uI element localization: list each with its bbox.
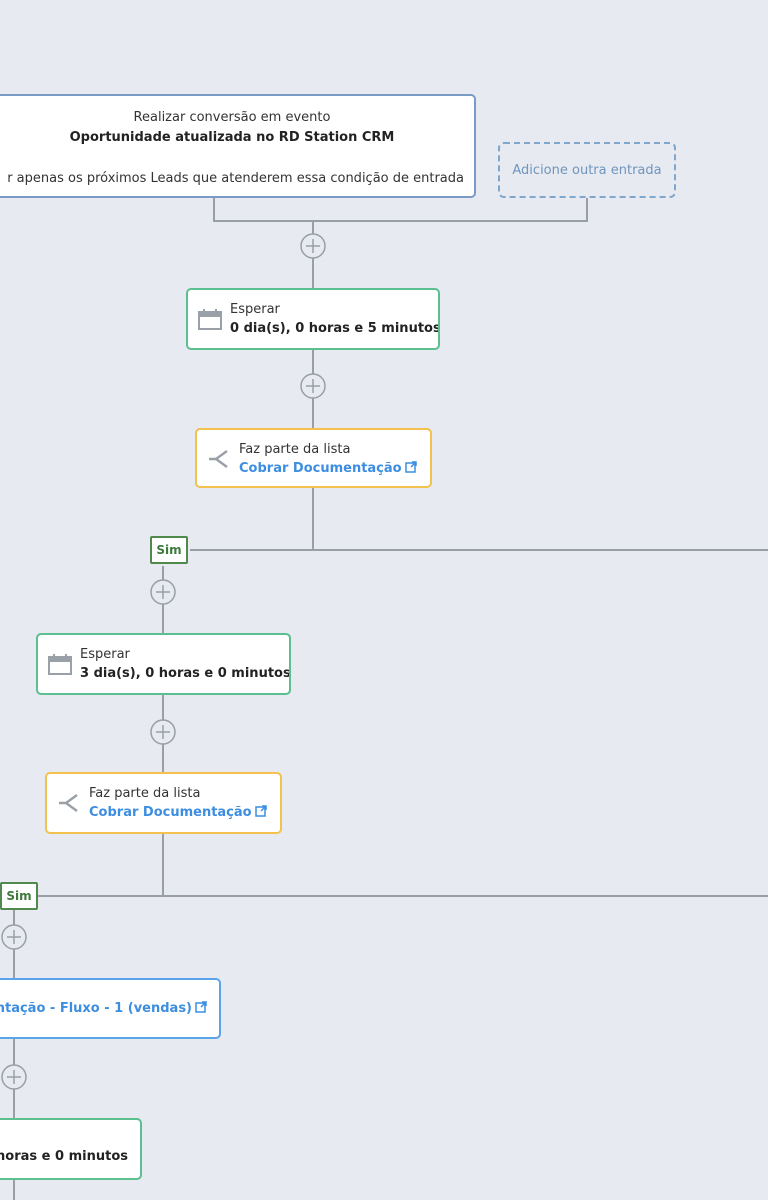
plus-circle-icon[interactable]: [299, 372, 327, 400]
list-condition-card[interactable]: Faz parte da lista Cobrar Documentação: [45, 772, 282, 834]
wait-duration: 3 dia(s), 0 horas e 0 minutos: [80, 666, 291, 681]
external-link-icon[interactable]: [404, 461, 417, 473]
plus-circle-icon[interactable]: [149, 718, 177, 746]
condition-label: Faz parte da lista: [239, 442, 351, 457]
external-link-icon[interactable]: [254, 805, 267, 817]
branch-yes-badge: Sim: [0, 882, 38, 910]
wait-step-card[interactable]: Esperar 0 dia(s), 0 horas e 5 minutos: [186, 288, 440, 350]
entry-type-label: Realizar conversão em evento: [133, 110, 331, 125]
entry-condition-text: r apenas os próximos Leads que atenderem…: [7, 171, 464, 186]
external-link-icon[interactable]: [195, 1001, 207, 1013]
calendar-icon: [198, 309, 222, 330]
wait-duration: 0 dia(s), 0 horas e 5 minutos: [230, 321, 440, 336]
plus-circle-icon[interactable]: [299, 232, 327, 260]
plus-circle-icon[interactable]: [0, 923, 28, 951]
plus-circle-icon[interactable]: [0, 1063, 28, 1091]
split-icon: [59, 794, 78, 812]
action-step-card[interactable]: entação - Fluxo - 1 (vendas): [0, 978, 221, 1039]
branch-yes-badge: Sim: [150, 536, 188, 564]
entry-trigger-card[interactable]: Realizar conversão em evento Oportunidad…: [0, 94, 476, 198]
wait-label: Esperar: [230, 302, 280, 317]
add-entry-label: Adicione outra entrada: [512, 162, 662, 178]
plus-circle-icon[interactable]: [149, 578, 177, 606]
add-entry-button[interactable]: Adicione outra entrada: [498, 142, 676, 198]
wait-label: Esperar: [80, 647, 130, 662]
condition-list-link[interactable]: Cobrar Documentação: [89, 805, 252, 820]
condition-list-link[interactable]: Cobrar Documentação: [239, 461, 402, 476]
action-flow-link[interactable]: entação - Fluxo - 1 (vendas): [0, 1001, 192, 1016]
entry-event-name: Oportunidade atualizada no RD Station CR…: [69, 130, 395, 145]
list-condition-card[interactable]: Faz parte da lista Cobrar Documentação: [195, 428, 432, 488]
split-icon: [209, 450, 228, 468]
wait-step-card[interactable]: Esperar 3 dia(s), 0 horas e 0 minutos: [36, 633, 291, 695]
calendar-icon: [48, 654, 72, 675]
condition-label: Faz parte da lista: [89, 786, 201, 801]
wait-duration: horas e 0 minutos: [0, 1149, 128, 1164]
wait-step-card[interactable]: horas e 0 minutos: [0, 1118, 142, 1180]
